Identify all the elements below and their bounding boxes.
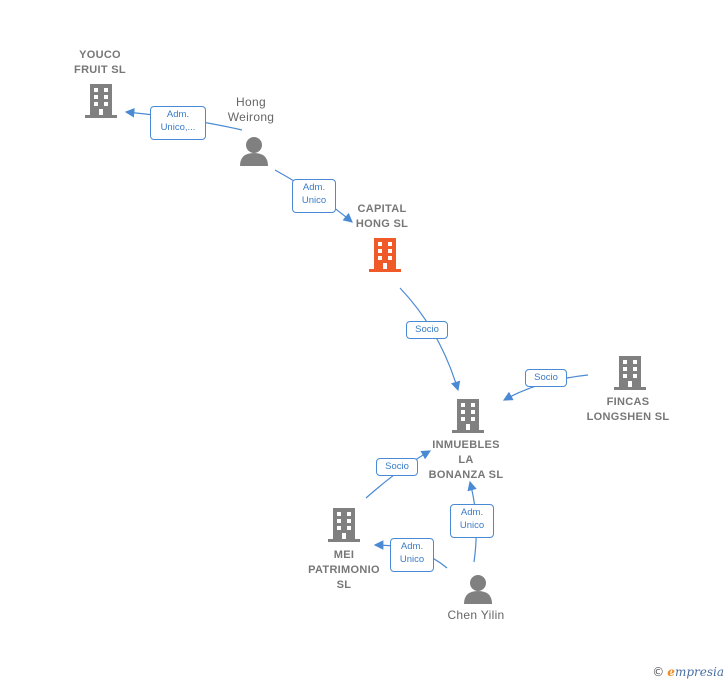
building-icon[interactable] [85,84,117,118]
edge-label-hong-capital[interactable]: Adm. Unico [292,179,336,213]
node-label-capital[interactable]: CAPITAL HONG SL [355,203,409,230]
empresia-logo: ©empresia [652,665,724,679]
building-icon[interactable] [369,238,401,272]
node-label-youco[interactable]: YOUCO FRUIT SL [74,49,126,76]
node-label-fincas[interactable]: FINCAS LONGSHEN SL [586,396,670,423]
edge-label-mei-inmuebles[interactable]: Socio [376,458,418,476]
brand-initial: e [667,665,675,679]
building-icon[interactable] [452,399,484,433]
edge-label-fincas-inmuebles[interactable]: Socio [525,369,567,387]
building-icon[interactable] [614,356,646,390]
person-icon[interactable] [462,574,494,604]
copyright-symbol: © [652,665,665,679]
edge-label-capital-inmuebles[interactable]: Socio [406,321,448,339]
node-label-mei[interactable]: MEI PATRIMONIO SL [308,549,380,591]
edge-label-chen-mei[interactable]: Adm. Unico [390,538,434,572]
building-icon[interactable] [328,508,360,542]
brand-name: mpresia [674,665,724,679]
node-label-chen[interactable]: Chen Yilin [447,608,505,622]
node-label-hong[interactable]: Hong Weirong [227,95,275,124]
edge-label-hong-youco[interactable]: Adm. Unico,... [150,106,206,140]
person-icon[interactable] [238,136,270,166]
edge-label-chen-inmuebles[interactable]: Adm. Unico [450,504,494,538]
node-label-inmuebles[interactable]: INMUEBLES LA BONANZA SL [428,439,504,481]
edge-capital-inmuebles [399,287,461,392]
